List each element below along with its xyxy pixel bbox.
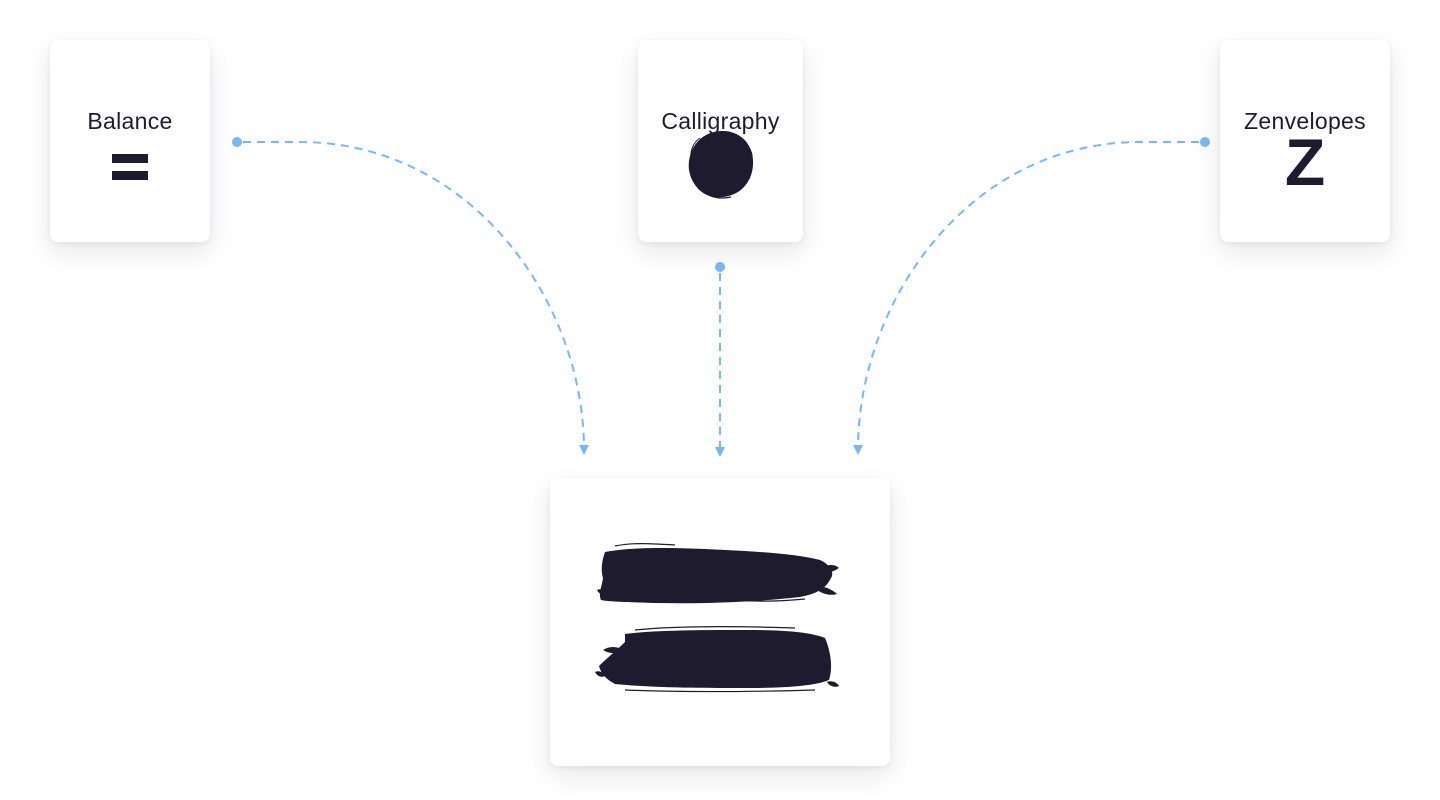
connector-balance-to-result (243, 141, 589, 455)
source-card-balance[interactable]: Balance (50, 40, 210, 242)
card-label-calligraphy: Calligraphy (661, 108, 780, 134)
card-label-zenvelopes: Zenvelopes (1244, 108, 1366, 134)
brushstroke-equals-icon (595, 543, 839, 693)
connector-start-dot-calligraphy (715, 262, 725, 272)
source-card-zenvelopes[interactable]: Zenvelopes Z (1220, 40, 1390, 242)
z-letter-icon: Z (1284, 125, 1326, 199)
connector-zenvelopes-to-result (853, 141, 1199, 455)
result-card[interactable] (550, 478, 890, 766)
ink-dot-icon (688, 130, 753, 199)
connector-start-dot-zenvelopes (1200, 137, 1210, 147)
connector-start-dot-balance (232, 137, 242, 147)
card-label-balance: Balance (87, 108, 173, 134)
source-card-calligraphy[interactable]: Calligraphy (638, 40, 803, 242)
equals-icon (112, 154, 148, 182)
